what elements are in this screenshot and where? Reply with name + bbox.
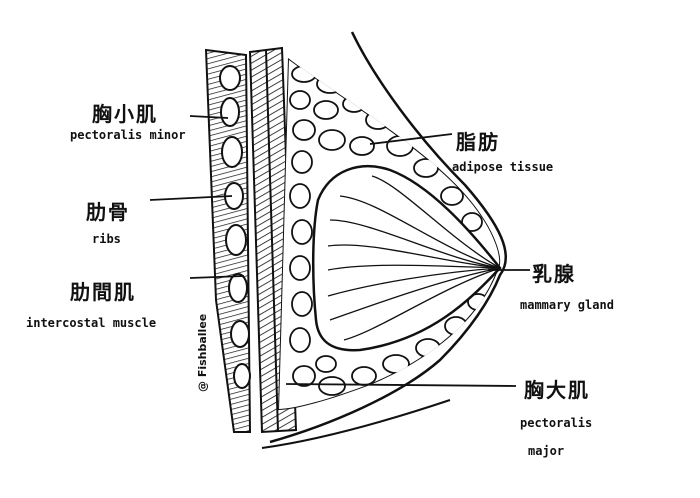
pec-major-en-line1: pectoralis — [520, 416, 593, 430]
pec-major-zh: 胸大肌 — [524, 378, 590, 402]
adipose-zh: 脂肪 — [456, 130, 500, 154]
mammary-en: mammary gland — [520, 298, 614, 312]
intercostal-zh: 肋間肌 — [70, 280, 136, 304]
leader-lines — [149, 115, 530, 387]
pec-minor-en: pectoralis minor — [70, 128, 186, 142]
skin-outline — [269, 31, 508, 444]
ribs-zh: 肋骨 — [86, 200, 130, 224]
intercostal-en: intercostal muscle — [26, 316, 157, 330]
lower-skin — [261, 399, 451, 449]
mammary-gland — [311, 165, 502, 352]
ribs-en: ribs — [92, 232, 121, 246]
mammary-zh: 乳腺 — [532, 262, 576, 286]
pec-major-en-line2: major — [528, 444, 565, 458]
adipose-en: adipose tissue — [452, 160, 554, 174]
artist-signature: @ Fishballee — [196, 313, 209, 392]
pec-minor-zh: 胸小肌 — [92, 102, 158, 126]
rib-column — [204, 48, 252, 433]
